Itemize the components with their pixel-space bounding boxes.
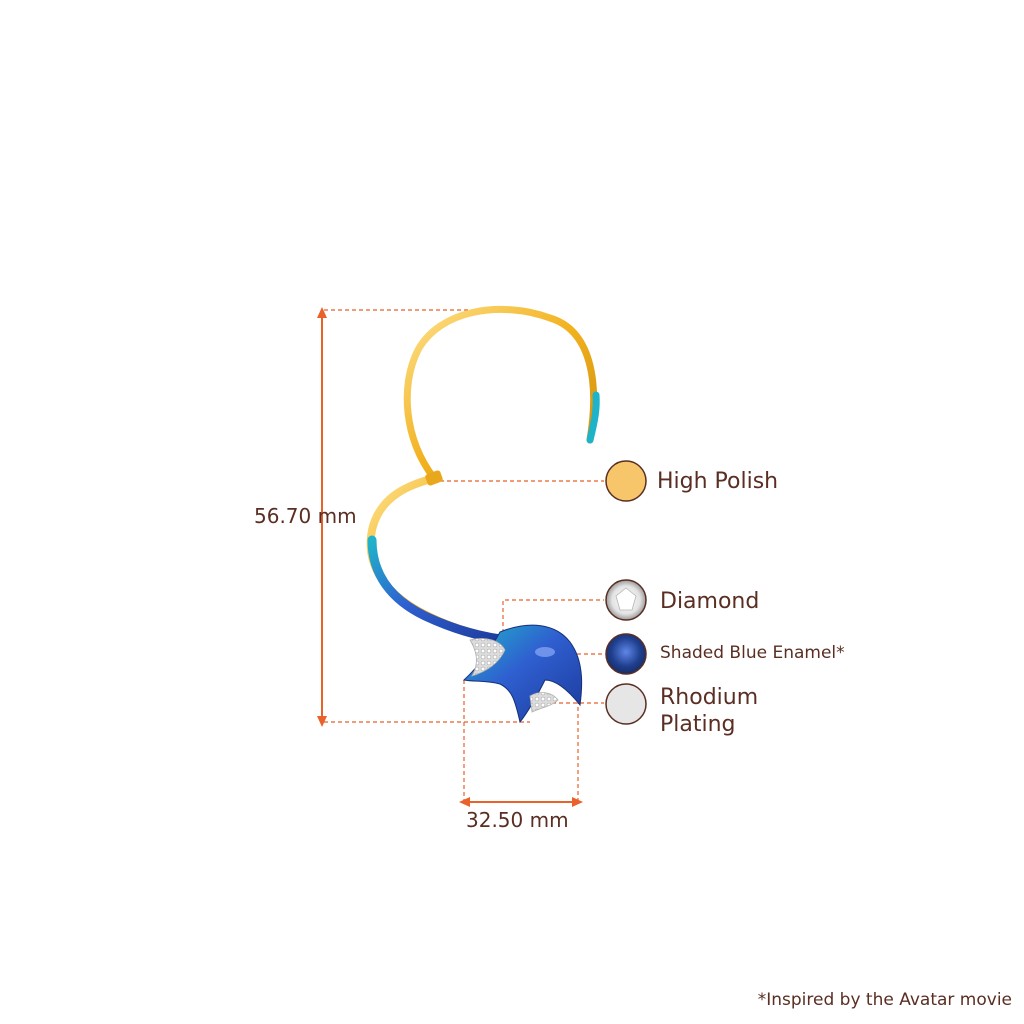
height-measurement: 56.70 mm — [254, 504, 357, 528]
footnote: *Inspired by the Avatar movie — [757, 990, 1012, 1010]
rhodium-plating-swatch — [605, 683, 647, 725]
high-polish-swatch — [605, 460, 647, 502]
width-measurement: 32.50 mm — [466, 808, 569, 832]
legend-label-rhodium-plating: Rhodium Plating — [660, 685, 759, 737]
diamond-swatch — [605, 579, 647, 621]
legend-label-high-polish: High Polish — [657, 469, 779, 494]
earring — [366, 305, 600, 724]
width-dimension — [459, 680, 583, 807]
legend-label-shaded-blue-enamel: Shaded Blue Enamel* — [660, 643, 845, 663]
shaded-blue-enamel-swatch — [605, 633, 647, 675]
legend-label-diamond: Diamond — [660, 589, 760, 614]
